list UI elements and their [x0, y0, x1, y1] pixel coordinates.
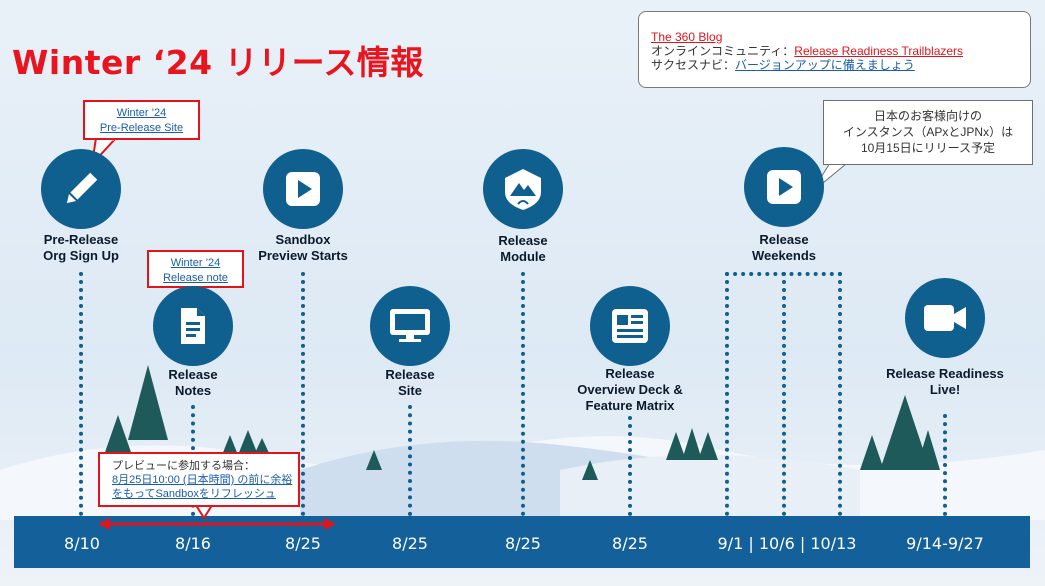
milestone-sandbox-label: Sandbox Preview Starts [258, 232, 348, 263]
preview-line-3[interactable]: をもってSandboxをリフレッシュ [112, 488, 276, 500]
milestone-release-module-label: Release Module [498, 233, 548, 264]
milestone-release-notes-label: Release Notes [168, 367, 218, 398]
version-up-link[interactable]: バージョンアップに備えましょう [735, 58, 915, 72]
release-note-link-1[interactable]: Winter ’24 [170, 257, 221, 269]
preview-period-arrow [98, 518, 336, 530]
page-title: Winter ‘24 リリース情報 [12, 43, 424, 82]
play-icon [744, 147, 824, 227]
japan-instance-note: 日本のお客様向けの インスタンス（APxとJPNx）は 10月15日にリリース予… [823, 100, 1033, 165]
preview-refresh-callout: プレビューに参加する場合： 8月25日10:00 (日本時間) の前に余裕 をも… [98, 452, 300, 507]
milestone-prerelease-line [79, 272, 83, 516]
play-icon [263, 149, 343, 229]
date-label: 8/25 [392, 534, 428, 553]
date-label: 9/14-9/27 [906, 534, 984, 553]
milestone-readiness-live-line [943, 414, 947, 516]
pencil-icon [41, 149, 121, 229]
news-icon [590, 286, 670, 366]
weekends-bracket-top [725, 272, 842, 276]
milestone-overview-deck-label: Release Overview Deck & Feature Matrix [577, 366, 683, 413]
milestone-release-site-line [408, 405, 412, 516]
date-label: 8/25 [612, 534, 648, 553]
trailhead-icon [483, 149, 563, 229]
milestone-readiness-live-label: Release Readiness Live! [886, 366, 1004, 397]
weekends-line-right [838, 272, 842, 516]
note-line-1: 日本のお客様向けの [873, 109, 982, 123]
weekends-line-middle [782, 272, 786, 516]
prerelease-site-link-1[interactable]: Winter ’24 [116, 107, 167, 119]
milestone-prerelease-label: Pre-Release Org Sign Up [43, 232, 119, 263]
release-note-callout: Winter ’24 Release note [147, 250, 244, 288]
date-label: 8/10 [64, 534, 100, 553]
date-label: 9/1 | 10/6 | 10/13 [717, 534, 857, 553]
resources-box: The 360 Blog オンラインコミュニティ：Release Readine… [638, 11, 1031, 88]
milestone-sandbox-line [301, 272, 305, 516]
document-icon [153, 286, 233, 366]
preview-line-2[interactable]: 8月25日10:00 (日本時間) の前に余裕 [112, 474, 293, 486]
success-navi-label: サクセスナビ： [651, 58, 736, 72]
milestone-release-module-line [521, 272, 525, 516]
trailblazers-link[interactable]: Release Readiness Trailblazers [794, 44, 964, 58]
prerelease-site-callout: Winter ’24 Pre-Release Site [83, 100, 200, 140]
weekends-line-left [725, 272, 729, 516]
milestone-release-weekends-label: Release Weekends [751, 232, 817, 263]
note-line-3: 10月15日にリリース予定 [860, 141, 996, 155]
milestone-release-site-label: Release Site [385, 367, 435, 398]
release-note-link-2[interactable]: Release note [163, 272, 228, 284]
date-label: 8/16 [175, 534, 211, 553]
preview-line-1: プレビューに参加する場合： [112, 460, 255, 472]
monitor-icon [370, 286, 450, 366]
milestone-overview-deck-line [628, 416, 632, 516]
community-label: オンラインコミュニティ： [651, 44, 795, 58]
date-label: 8/25 [505, 534, 541, 553]
video-icon [905, 278, 985, 358]
prerelease-site-link-2[interactable]: Pre-Release Site [99, 122, 184, 134]
date-label: 8/25 [285, 534, 321, 553]
note-line-2: インスタンス（APxとJPNx）は [842, 125, 1014, 139]
blog-link[interactable]: The 360 Blog [651, 30, 723, 44]
